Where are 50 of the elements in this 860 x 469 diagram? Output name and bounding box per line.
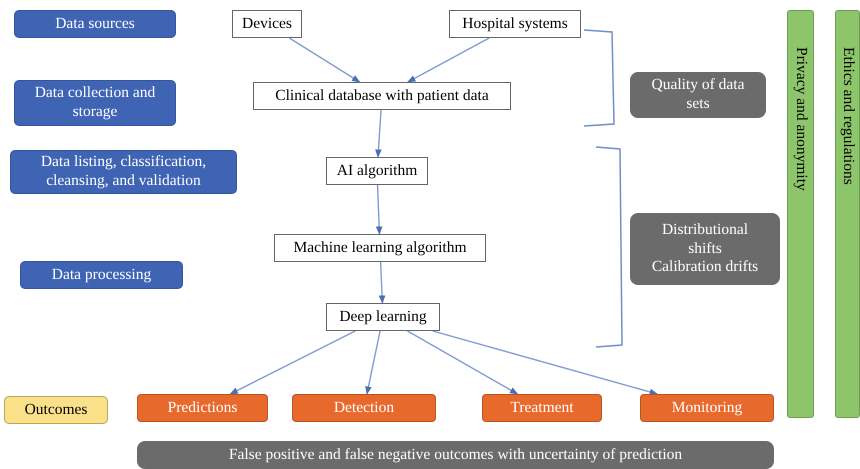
challenge-box bbox=[137, 441, 774, 469]
arrow bbox=[365, 330, 381, 395]
challenge-box bbox=[630, 213, 780, 285]
category-text: Outcomes bbox=[24, 400, 88, 420]
stage-label-text: Data listing, classification, cleansing, and validation bbox=[40, 153, 208, 191]
outcome-text: Detection bbox=[334, 398, 394, 418]
process-text: Devices bbox=[242, 14, 292, 34]
process-text: AI algorithm bbox=[336, 162, 418, 180]
process-box bbox=[326, 157, 428, 185]
challenge-text: Calibration drifts bbox=[652, 258, 758, 277]
category-label bbox=[4, 396, 108, 424]
process-text: Hospital systems bbox=[462, 14, 568, 34]
challenge-text: False positive and false negative outcomes with uncertainty of prediction bbox=[228, 446, 682, 464]
arrow bbox=[407, 330, 518, 395]
outcome-text: Monitoring bbox=[672, 398, 742, 418]
arrow bbox=[407, 37, 490, 83]
vertical-band bbox=[787, 10, 814, 418]
arrow bbox=[432, 330, 658, 396]
outcome-text: Treatment bbox=[510, 398, 574, 418]
outcome-box bbox=[292, 394, 436, 422]
challenge-text: Quality of data sets bbox=[650, 76, 746, 114]
challenge-box bbox=[630, 72, 766, 118]
arrow bbox=[378, 262, 386, 304]
stage-label bbox=[20, 261, 183, 289]
vertical-band bbox=[835, 10, 860, 418]
outcome-box bbox=[482, 394, 602, 422]
process-text: Clinical database with patient data bbox=[275, 86, 489, 106]
outcome-box bbox=[137, 394, 268, 422]
process-box bbox=[232, 10, 302, 38]
process-text: Machine learning algorithm bbox=[293, 238, 467, 258]
outcome-box bbox=[640, 394, 774, 422]
arrow bbox=[375, 110, 382, 158]
challenge-text: Distributional shifts bbox=[660, 221, 750, 258]
band-text: Ethics and regulations bbox=[838, 47, 857, 185]
arrow bbox=[230, 330, 356, 395]
process-box bbox=[274, 234, 486, 262]
process-box bbox=[253, 82, 511, 110]
band-text: Privacy and anonymity bbox=[792, 47, 810, 191]
stage-label bbox=[14, 80, 176, 126]
process-text: Deep learning bbox=[339, 308, 427, 326]
process-box bbox=[326, 303, 440, 331]
stage-label-text: Data collection and storage bbox=[34, 84, 156, 122]
stage-label bbox=[14, 10, 176, 38]
process-box bbox=[449, 10, 581, 38]
arrow bbox=[376, 184, 383, 235]
arrow bbox=[288, 37, 360, 83]
stage-label bbox=[10, 150, 237, 194]
outcome-text: Predictions bbox=[168, 398, 238, 418]
stage-label-text: Data sources bbox=[55, 14, 135, 34]
stage-label-text: Data processing bbox=[52, 266, 152, 284]
